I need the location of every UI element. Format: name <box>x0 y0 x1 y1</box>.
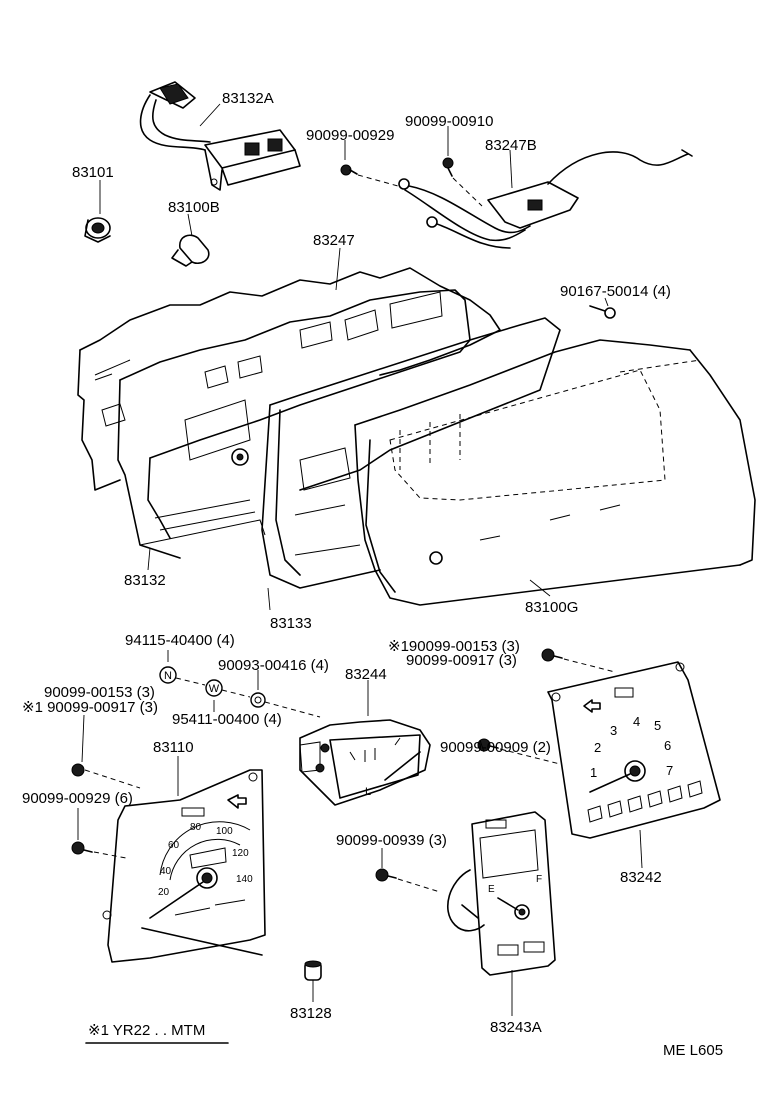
bulb-83100B <box>171 234 210 267</box>
leader-lines <box>77 103 643 1016</box>
screw-90099-00910 <box>442 157 483 207</box>
switch-unit-83244: L <box>299 719 431 806</box>
svg-text:F: F <box>536 874 542 885</box>
fuel-temp-gauge-83243A: E F <box>446 811 556 976</box>
label-83132: 83132 <box>124 572 166 589</box>
screw-90167-50014 <box>589 305 616 319</box>
label-190099-00917: ※1 90099-00917 (3) <box>22 699 158 716</box>
label-83128: 83128 <box>290 1005 332 1022</box>
label-83247B: 83247B <box>485 137 537 154</box>
nut-94115-40400: N <box>159 666 177 684</box>
wiring-harness-83132A <box>139 81 301 191</box>
case-83132 <box>117 289 471 559</box>
label-90099-00929-top: 90099-00929 <box>306 127 394 144</box>
diagram-code: ME L605 <box>663 1042 723 1059</box>
svg-text:4: 4 <box>633 714 640 729</box>
screw-90099-00929-6 <box>71 841 127 859</box>
svg-text:80: 80 <box>190 822 202 833</box>
label-90099-00929-6: 90099-00929 (6) <box>22 790 133 807</box>
svg-text:2: 2 <box>594 740 601 755</box>
svg-text:20: 20 <box>158 887 170 898</box>
mask-83133 <box>261 317 561 589</box>
washer-90093-00416 <box>250 692 266 708</box>
label-90093-00416: 90093-00416 (4) <box>218 657 329 674</box>
label-83247: 83247 <box>313 232 355 249</box>
svg-text:6: 6 <box>664 738 671 753</box>
svg-text:40: 40 <box>160 866 172 877</box>
svg-text:N: N <box>164 670 172 682</box>
svg-text:7: 7 <box>666 763 673 778</box>
label-83110: 83110 <box>153 739 194 756</box>
label-83133: 83133 <box>270 615 312 632</box>
label-83100B: 83100B <box>168 199 220 216</box>
svg-text:140: 140 <box>236 874 253 885</box>
svg-text:E: E <box>488 884 495 895</box>
label-94115-40400: 94115-40400 (4) <box>125 632 235 649</box>
svg-text:120: 120 <box>232 848 249 859</box>
svg-text:W: W <box>209 683 220 695</box>
knob-83128 <box>304 960 322 981</box>
svg-text:L: L <box>365 786 371 798</box>
label-90099-00917-right: 90099-00917 (3) <box>406 652 517 669</box>
label-90099-00939: 90099-00939 (3) <box>336 832 447 849</box>
label-95411-00400: 95411-00400 (4) <box>172 711 282 728</box>
bulb-socket-83101 <box>84 217 111 243</box>
footnote: ※1 YR22 . . MTM <box>88 1022 205 1039</box>
screw-90099-00153-left <box>71 763 141 789</box>
svg-text:100: 100 <box>216 826 233 837</box>
washer-95411-00400: W <box>205 679 223 697</box>
label-90099-00910: 90099-00910 <box>405 113 493 130</box>
label-90167-50014: 90167-50014 (4) <box>560 283 671 300</box>
label-83243A: 83243A <box>490 1019 542 1036</box>
speedometer-83110: 20 40 60 80 100 120 140 <box>102 769 266 963</box>
label-83242: 83242 <box>620 869 662 886</box>
screw-90099-00929-top <box>340 164 399 187</box>
label-190099-00153: ※190099-00153 (3) <box>388 638 520 655</box>
svg-text:1: 1 <box>590 765 597 780</box>
label-83101: 83101 <box>72 164 114 181</box>
label-83100G: 83100G <box>525 599 578 616</box>
svg-text:5: 5 <box>654 718 661 733</box>
screw-90099-00939 <box>375 868 441 893</box>
label-83132A: 83132A <box>222 90 274 107</box>
label-83244: 83244 <box>345 666 387 683</box>
svg-text:3: 3 <box>610 723 617 738</box>
screw-190099-00153 <box>541 648 616 673</box>
part-labels: 83132A 90099-00929 90099-00910 83247B 83… <box>22 90 671 1036</box>
label-90099-00153-left: 90099-00153 (3) <box>44 684 155 701</box>
rear-case-83247 <box>77 267 501 491</box>
lens-housing-83100G <box>354 339 756 606</box>
label-90099-00909: 90099-00909 (2) <box>440 739 551 756</box>
cable-assembly-83247B <box>398 149 693 249</box>
svg-text:60: 60 <box>168 840 180 851</box>
tachometer-83242: 1 2 3 4 5 6 7 <box>547 661 721 839</box>
